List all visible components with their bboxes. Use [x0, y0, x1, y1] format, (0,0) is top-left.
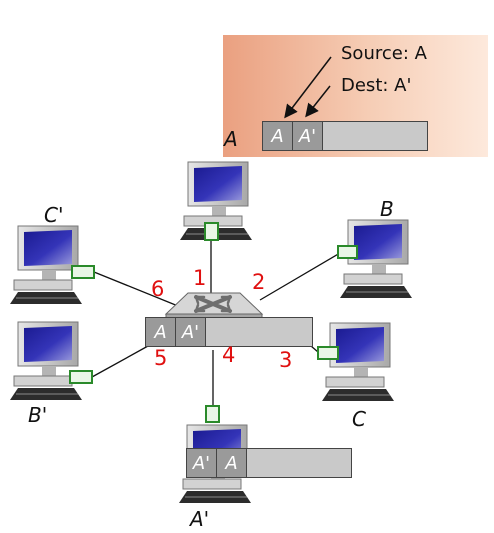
host-label-b-prime: B'	[28, 403, 48, 427]
host-label-b: B	[380, 197, 394, 221]
frame-at-switch: A A'	[145, 317, 313, 347]
host-label-c: C	[352, 407, 366, 431]
connector-c-prime	[71, 265, 95, 279]
host-label-a: A	[224, 127, 238, 151]
frame-source-cell: A	[217, 449, 247, 477]
host-c-computer-icon	[321, 322, 395, 402]
connector-c	[317, 346, 339, 360]
connector-b	[337, 245, 358, 259]
port-label-6: 6	[151, 277, 165, 301]
frame-source-cell: A	[263, 122, 293, 150]
link-port-2	[259, 252, 341, 301]
frame-dest-cell: A'	[293, 122, 323, 150]
connector-b-prime	[69, 370, 93, 384]
source-arrow	[284, 56, 332, 119]
port-label-3: 3	[279, 348, 293, 372]
frame-dest-cell: A'	[187, 449, 217, 477]
dest-arrow	[305, 85, 331, 118]
frame-at-host-a: A A'	[262, 121, 428, 151]
connector-a	[204, 222, 219, 241]
host-label-a-prime: A'	[190, 507, 210, 531]
host-label-c-prime: C'	[44, 203, 64, 227]
frame-at-host-a-prime: A' A	[186, 448, 352, 478]
port-label-2: 2	[252, 270, 266, 294]
port-label-1: 1	[193, 266, 207, 290]
frame-source-cell: A	[146, 318, 176, 346]
link-port-6	[93, 271, 179, 307]
dest-address-label: Dest: A'	[341, 75, 412, 96]
source-address-label: Source: A	[341, 43, 427, 64]
frame-dest-cell: A'	[176, 318, 206, 346]
port-label-4: 4	[222, 343, 236, 367]
host-b-prime-computer-icon	[9, 321, 83, 401]
port-label-5: 5	[154, 346, 168, 370]
connector-a-prime	[205, 405, 220, 423]
link-port-5	[91, 345, 149, 378]
